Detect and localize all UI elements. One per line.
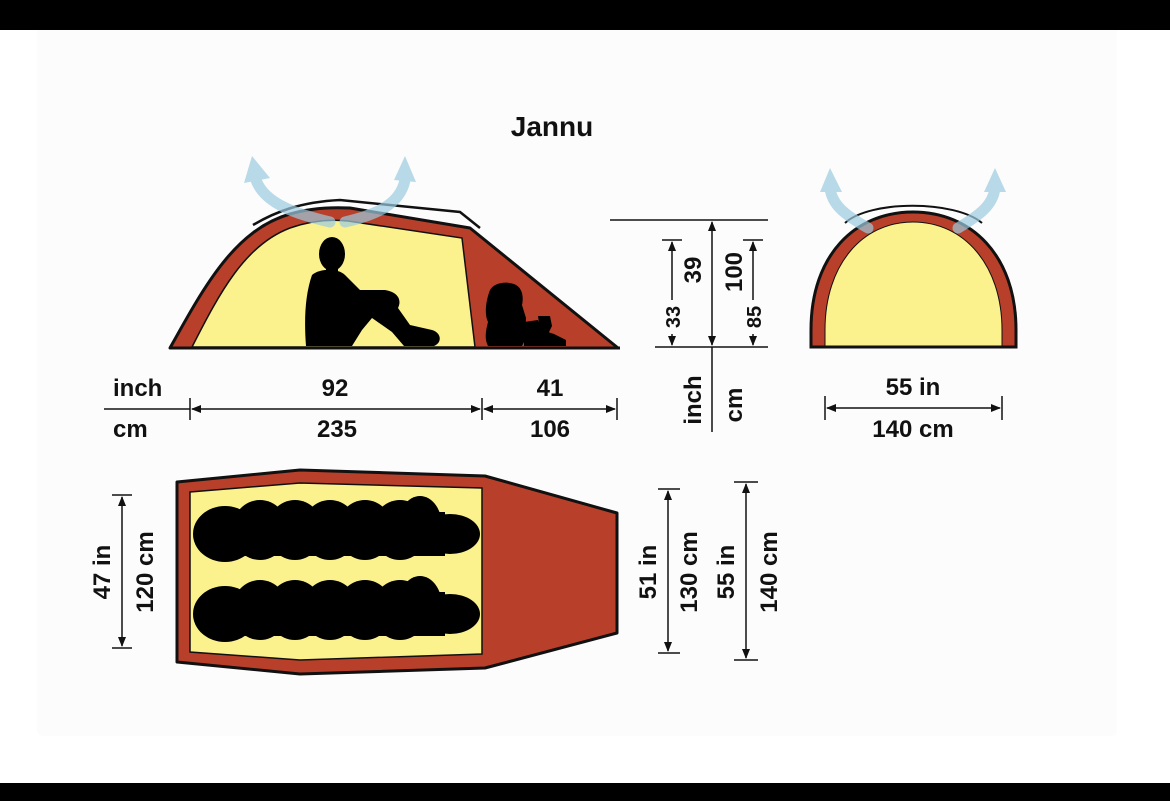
front-view: 55 in 140 cm <box>809 168 1018 443</box>
inner-length-cm: 235 <box>317 416 357 443</box>
vestibule-end-width-cm: 130 cm <box>676 531 703 612</box>
side-view-length-dimensions: inch cm 92 235 41 106 <box>104 375 618 443</box>
total-height-cm: 100 <box>721 252 748 292</box>
inner-width-cm: 120 cm <box>132 531 159 612</box>
top-black-bar <box>0 0 1170 30</box>
ridge-pole <box>252 198 481 229</box>
seated-person-icon <box>305 237 440 346</box>
floor-plan: 47 in 120 cm 51 in 130 cm 55 in 140 cm <box>89 468 783 676</box>
total-height-inch: 39 <box>680 257 707 284</box>
front-width-cm: 140 cm <box>872 416 953 443</box>
vestibule-length-inch: 41 <box>537 375 564 402</box>
sleeping-bag-icon <box>193 576 480 642</box>
bottom-black-bar <box>0 783 1170 801</box>
front-width-inch: 55 in <box>886 374 941 401</box>
boots-icon <box>524 316 566 346</box>
side-view <box>168 156 620 350</box>
airflow-arrow-icon <box>244 156 416 228</box>
max-width-inch: 55 in <box>713 545 740 600</box>
airflow-arrow-icon <box>820 168 1006 234</box>
unit-label-cm: cm <box>113 416 148 443</box>
height-unit-cm: cm <box>721 388 748 423</box>
inner-height-cm: 85 <box>744 306 766 328</box>
front-view-inner-tent <box>824 221 1003 347</box>
vestibule-length-cm: 106 <box>530 416 570 443</box>
inner-width-inch: 47 in <box>89 545 116 600</box>
unit-label-inch: inch <box>113 375 162 402</box>
vestibule-end-width-inch: 51 in <box>635 545 662 600</box>
height-scale: 33 39 100 85 inch cm <box>610 219 768 432</box>
inner-length-inch: 92 <box>322 375 349 402</box>
max-width-cm: 140 cm <box>756 531 783 612</box>
diagram-title: Jannu <box>511 111 593 142</box>
inner-height-inch: 33 <box>663 306 685 328</box>
sleeping-bag-icon <box>193 496 480 562</box>
backpack-icon <box>485 282 526 346</box>
height-unit-inch: inch <box>680 375 707 424</box>
